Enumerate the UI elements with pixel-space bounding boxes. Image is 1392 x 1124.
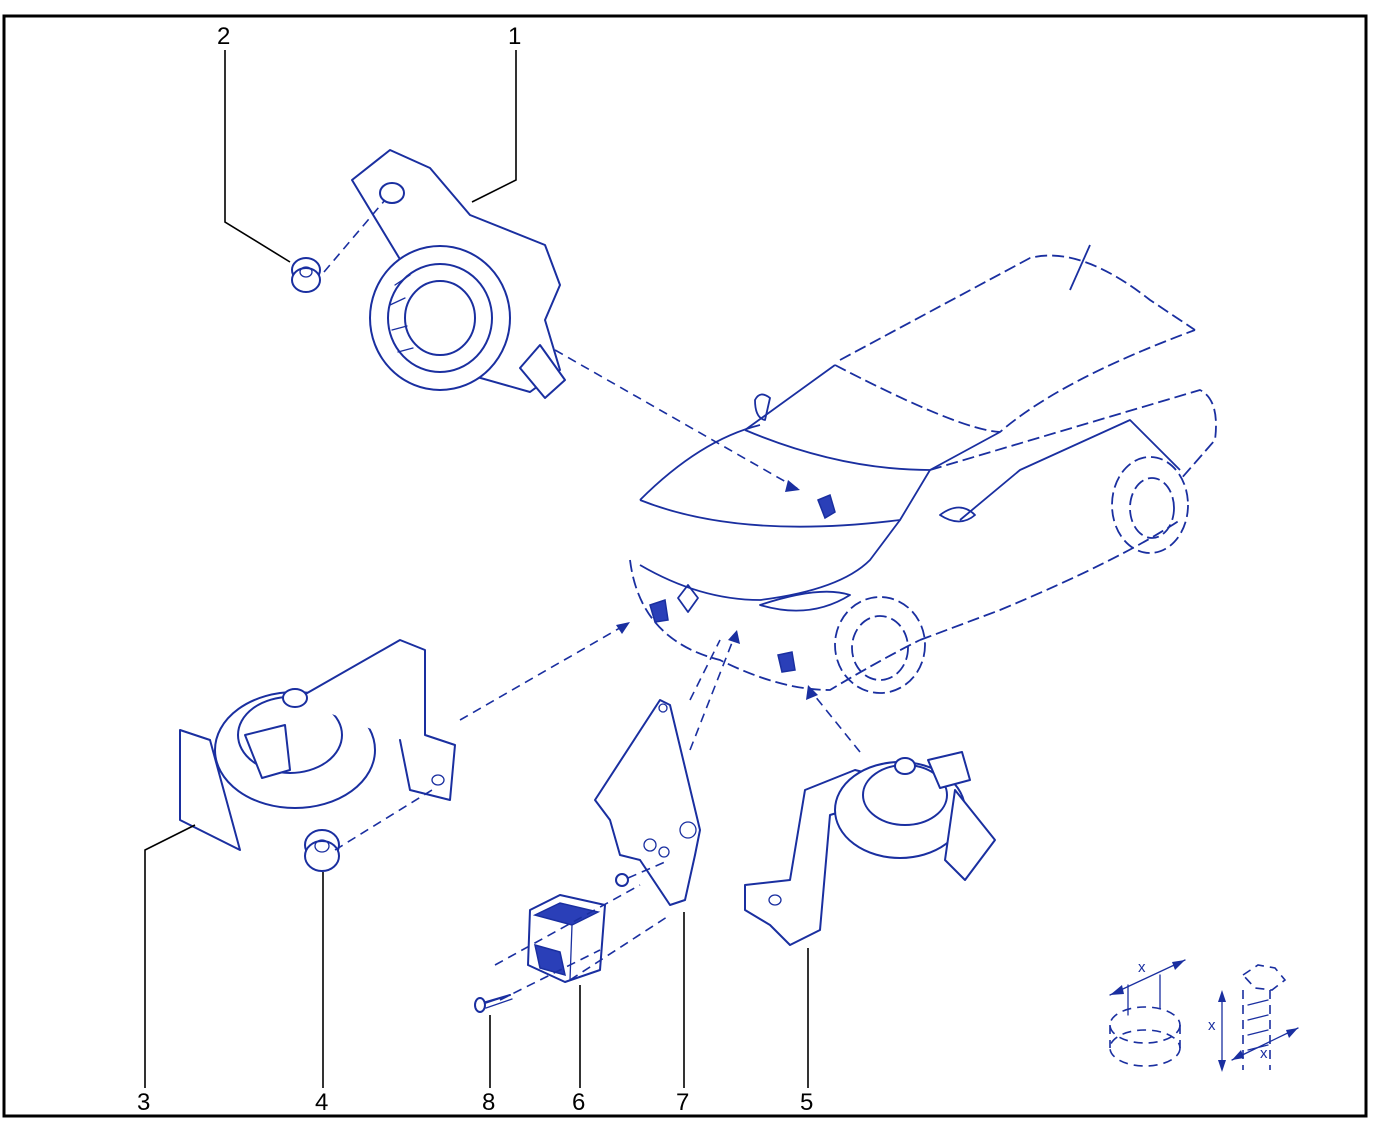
part-5-horn [744,751,996,946]
callout-2: 2 [217,23,230,50]
part-4-nut [304,829,340,872]
bolt-diameter-label: x [1260,1045,1268,1062]
dimension-legend: x x x [1109,959,1299,1072]
callout-5: 5 [800,1089,813,1116]
callout-4: 4 [315,1089,328,1116]
bolt-length-label: x [1208,1017,1216,1034]
part-6-module [527,894,606,983]
part-7-bracket [594,699,701,906]
callout-8: 8 [482,1089,495,1116]
nut-dimension-label: x [1138,959,1146,976]
part-2-nut [291,257,321,293]
callout-leaders [144,50,809,1088]
callout-1: 1 [508,23,521,50]
callout-numbers: 1 2 3 4 5 6 7 8 [137,23,813,1116]
callout-7: 7 [676,1089,689,1116]
callout-3: 3 [137,1089,150,1116]
callout-6: 6 [572,1089,585,1116]
part-3-horn [179,639,456,851]
assembly-lines [323,199,861,1001]
vehicle-outline [629,244,1217,694]
part-1-siren [351,149,566,399]
part-8-screw [474,994,513,1013]
bracket-screw [615,873,629,887]
diagram-frame [2,14,1368,1118]
